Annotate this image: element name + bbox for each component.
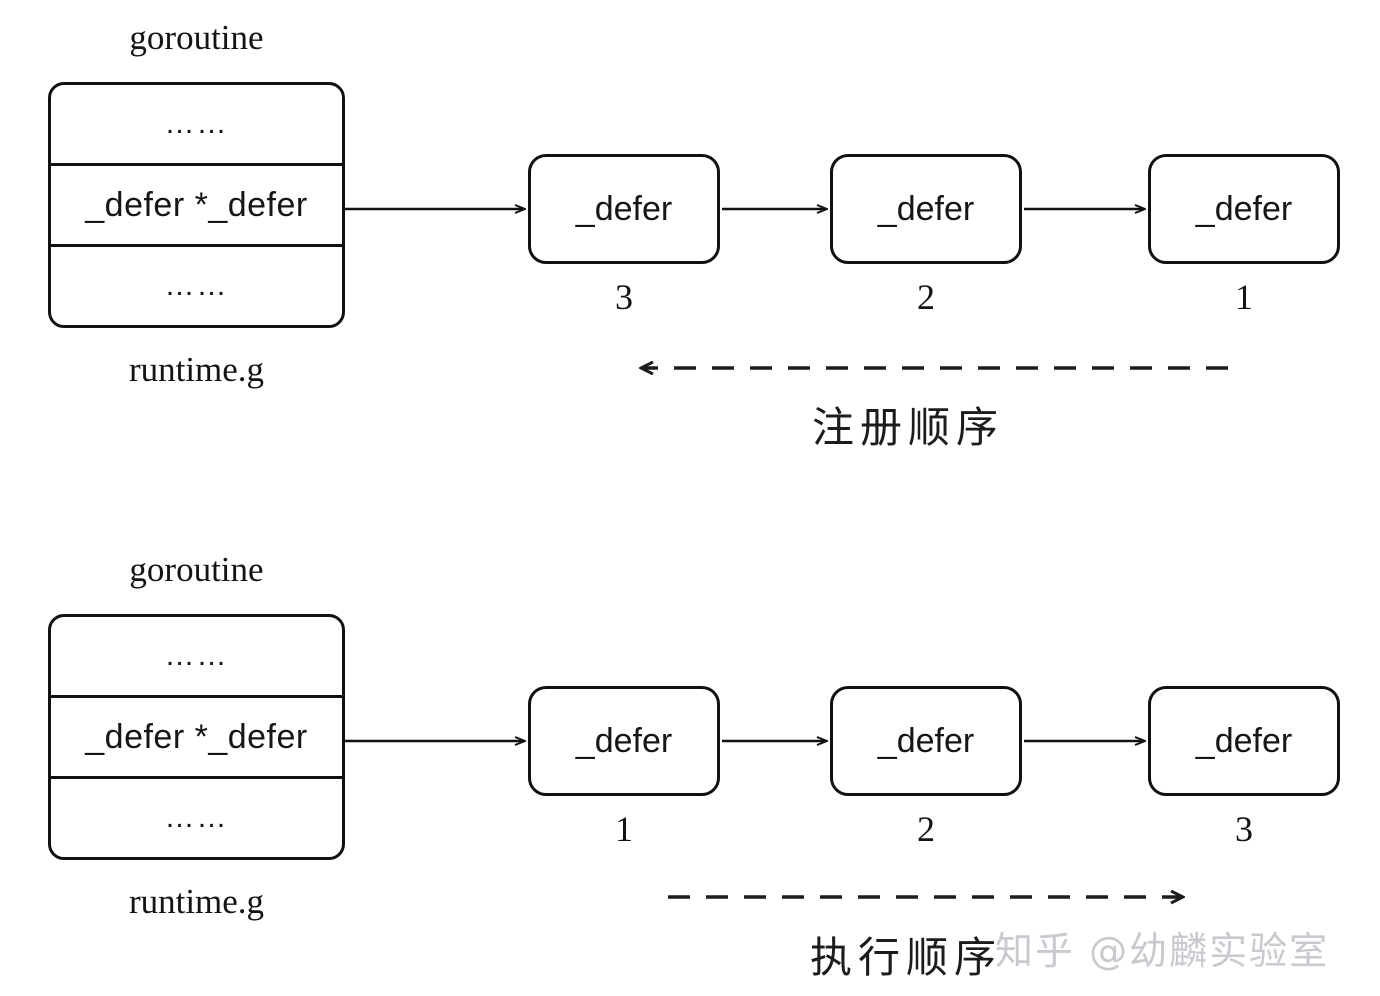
defer-node-label: _defer (575, 721, 673, 760)
defer-node-top-3: _defer (1148, 154, 1340, 264)
goroutine-caption-top: goroutine (129, 18, 264, 57)
runtime-g-struct-bottom: …… _defer *_defer …… (48, 614, 345, 860)
struct-row-ellipsis-upper: …… (51, 617, 342, 695)
defer-node-index-bottom-3: 3 (1235, 809, 1253, 849)
runtime-g-caption-bottom: runtime.g (128, 882, 265, 921)
defer-node-top-2: _defer (830, 154, 1022, 264)
defer-node-label: _defer (877, 189, 975, 228)
struct-row-text: …… (164, 801, 229, 834)
defer-node-label: _defer (877, 721, 975, 760)
zhihu-watermark: 知乎 @幼麟实验室 (995, 929, 1330, 973)
struct-row-ellipsis-upper: …… (51, 85, 342, 163)
defer-node-index-bottom-2: 2 (917, 809, 935, 849)
defer-node-index-top-1: 3 (615, 277, 633, 317)
defer-node-index-top-2: 2 (917, 277, 935, 317)
defer-node-index-bottom-1: 1 (615, 809, 633, 849)
defer-node-bottom-2: _defer (830, 686, 1022, 796)
struct-row-text: …… (164, 107, 229, 140)
struct-row-text: _defer *_defer (85, 717, 308, 756)
struct-row-defer-pointer: _defer *_defer (51, 695, 342, 779)
execution-order-label: 执行顺序 (810, 933, 1003, 982)
registration-order-label: 注册顺序 (812, 403, 1005, 452)
struct-row-ellipsis-lower: …… (51, 247, 342, 325)
defer-node-bottom-1: _defer (528, 686, 720, 796)
runtime-g-struct-top: …… _defer *_defer …… (48, 82, 345, 328)
goroutine-caption-bottom: goroutine (129, 550, 264, 589)
defer-node-label: _defer (1195, 721, 1293, 760)
struct-row-text: …… (164, 269, 229, 302)
defer-node-index-top-3: 1 (1235, 277, 1253, 317)
defer-node-bottom-3: _defer (1148, 686, 1340, 796)
struct-row-ellipsis-lower: …… (51, 779, 342, 857)
defer-node-top-1: _defer (528, 154, 720, 264)
runtime-g-caption-top: runtime.g (128, 350, 265, 389)
struct-row-text: _defer *_defer (85, 185, 308, 224)
struct-row-text: …… (164, 639, 229, 672)
defer-node-label: _defer (1195, 189, 1293, 228)
struct-row-defer-pointer: _defer *_defer (51, 163, 342, 247)
defer-node-label: _defer (575, 189, 673, 228)
